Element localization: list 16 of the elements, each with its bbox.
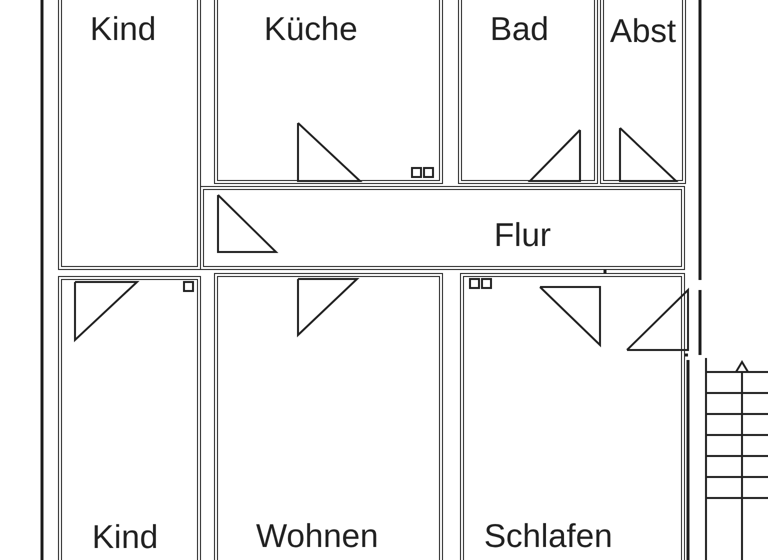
room-label: Abst: [610, 14, 676, 47]
room-outline: [58, 276, 201, 560]
room-label: Wohnen: [256, 519, 378, 552]
room-outline: [58, 0, 201, 270]
room-label: Flur: [494, 218, 551, 251]
room-label: Küche: [264, 12, 358, 45]
room-label: Schlafen: [484, 519, 612, 552]
room-label: Bad: [490, 12, 549, 45]
room-outline: [214, 273, 443, 560]
room-outline: [600, 0, 686, 184]
room-outline: [214, 0, 443, 184]
room-label: Kind: [92, 520, 158, 553]
room-outline: [458, 0, 598, 184]
room-outline: [200, 186, 685, 270]
room-label: Kind: [90, 12, 156, 45]
room-outline: [460, 273, 685, 560]
